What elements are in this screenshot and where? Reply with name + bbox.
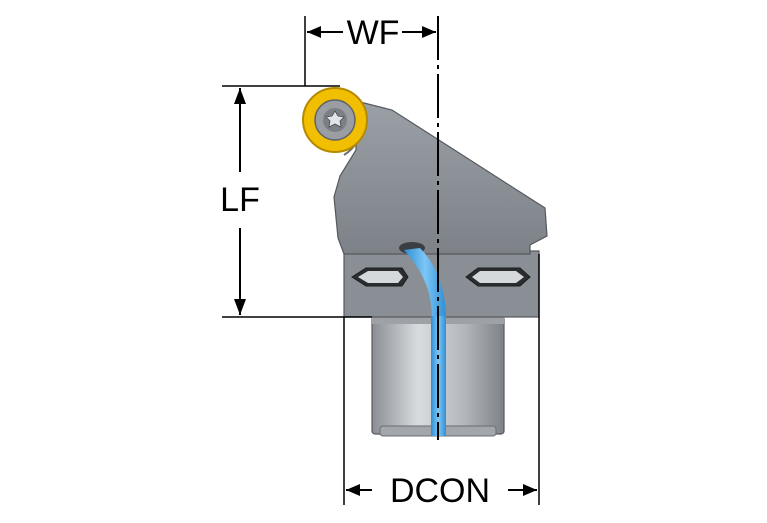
- wf-dimension: WF: [307, 14, 436, 52]
- wf-label: WF: [347, 14, 400, 52]
- torx-screw-icon: [323, 108, 347, 132]
- clamp-block: [343, 250, 540, 318]
- extension-lines: [222, 16, 540, 505]
- dcon-label: DCON: [390, 472, 490, 510]
- dcon-dimension: DCON: [346, 472, 537, 510]
- lf-dimension: LF: [220, 88, 260, 315]
- lf-label: LF: [220, 181, 260, 219]
